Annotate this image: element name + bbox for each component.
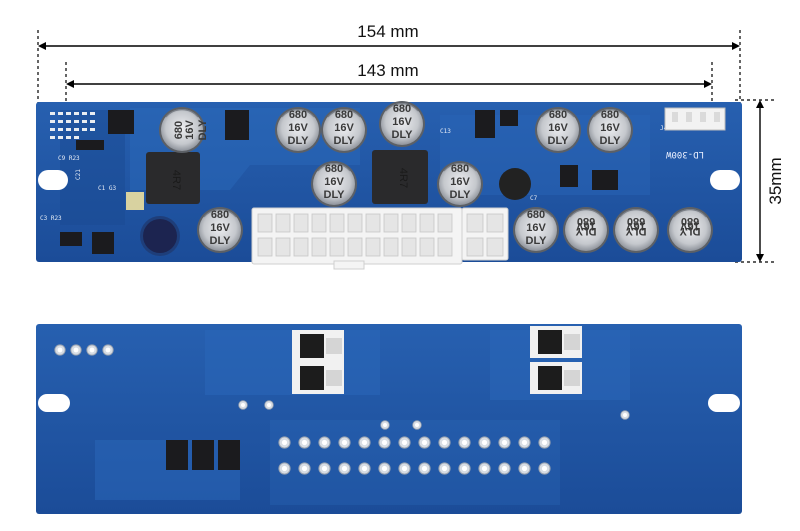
- svg-text:680: 680: [289, 109, 307, 121]
- capacitor: 680 16V DLY: [562, 206, 610, 254]
- svg-text:16V: 16V: [600, 122, 620, 134]
- capacitor: 680 16V DLY: [274, 106, 322, 154]
- svg-text:DLY: DLY: [210, 235, 232, 247]
- mount-slot-left: [38, 394, 70, 412]
- mosfet: [530, 362, 582, 394]
- mount-slot-left: [38, 170, 68, 190]
- svg-text:16V: 16V: [184, 120, 196, 140]
- pcb-top-side: C9 R23 C21 C3 R23 C13 C7 J4 C1 G3 LD-300…: [36, 100, 742, 270]
- svg-text:16V: 16V: [526, 222, 546, 234]
- capacitor: 680 16V DLY: [612, 206, 660, 254]
- svg-text:DLY: DLY: [625, 225, 647, 237]
- svg-text:16V: 16V: [548, 122, 568, 134]
- svg-text:16V: 16V: [210, 222, 230, 234]
- svg-text:DLY: DLY: [334, 135, 356, 147]
- svg-text:680: 680: [335, 109, 353, 121]
- svg-text:16V: 16V: [680, 220, 700, 232]
- svg-text:16V: 16V: [626, 220, 646, 232]
- svg-text:680: 680: [325, 163, 343, 175]
- svg-text:C3 R23: C3 R23: [40, 215, 62, 222]
- svg-text:16V: 16V: [288, 122, 308, 134]
- svg-text:680: 680: [681, 215, 699, 227]
- mosfet: [292, 362, 344, 394]
- svg-text:C7: C7: [530, 195, 538, 202]
- cpu-4pin-connector: [461, 207, 509, 261]
- svg-text:DLY: DLY: [548, 135, 570, 147]
- atx-24pin-connector: [251, 207, 463, 270]
- svg-text:680: 680: [549, 109, 567, 121]
- svg-text:DLY: DLY: [450, 189, 472, 201]
- board-label: LD-300W: [665, 149, 704, 159]
- svg-text:16V: 16V: [324, 176, 344, 188]
- svg-text:DLY: DLY: [392, 129, 414, 141]
- capacitor: 680 16V DLY: [320, 106, 368, 154]
- hole-spacing-label: 143 mm: [357, 61, 418, 80]
- svg-text:C13: C13: [440, 128, 451, 135]
- svg-text:C1 G3: C1 G3: [98, 185, 116, 192]
- capacitor: 680 16V DLY: [436, 160, 484, 208]
- capacitor: 680 16V DLY: [378, 100, 426, 148]
- height-label: 35mm: [766, 157, 785, 204]
- svg-text:4R7: 4R7: [397, 168, 409, 188]
- svg-text:DLY: DLY: [526, 235, 548, 247]
- svg-text:680: 680: [173, 121, 185, 139]
- svg-text:680: 680: [577, 215, 595, 227]
- svg-text:J4: J4: [660, 125, 668, 132]
- capacitor: 680 16V DLY: [196, 206, 244, 254]
- capacitor: 680 16V DLY: [158, 106, 209, 154]
- capacitor: 680 16V DLY: [534, 106, 582, 154]
- svg-text:C9 R23: C9 R23: [58, 155, 80, 162]
- svg-text:16V: 16V: [392, 116, 412, 128]
- svg-text:DLY: DLY: [600, 135, 622, 147]
- svg-text:680: 680: [527, 209, 545, 221]
- mosfet: [292, 330, 344, 362]
- svg-text:C21: C21: [75, 169, 82, 180]
- capacitor: 680 16V DLY: [512, 206, 560, 254]
- svg-text:680: 680: [601, 109, 619, 121]
- capacitor: 680 16V DLY: [310, 160, 358, 208]
- svg-text:16V: 16V: [334, 122, 354, 134]
- svg-text:DLY: DLY: [288, 135, 310, 147]
- capacitor: 680 16V DLY: [586, 106, 634, 154]
- svg-text:DLY: DLY: [324, 189, 346, 201]
- svg-text:16V: 16V: [450, 176, 470, 188]
- svg-text:680: 680: [393, 103, 411, 115]
- inductor-marking: 4R7: [170, 170, 182, 190]
- pcb-bottom-side: [36, 324, 742, 514]
- svg-text:DLY: DLY: [575, 225, 597, 237]
- svg-text:16V: 16V: [576, 220, 596, 232]
- svg-text:DLY: DLY: [197, 119, 209, 141]
- capacitor: 680 16V DLY: [666, 206, 714, 254]
- svg-text:680: 680: [627, 215, 645, 227]
- mount-slot-right: [708, 394, 740, 412]
- svg-text:680: 680: [451, 163, 469, 175]
- mount-slot-right: [710, 170, 740, 190]
- svg-text:680: 680: [211, 209, 229, 221]
- mosfet: [530, 326, 582, 358]
- width-label: 154 mm: [357, 22, 418, 41]
- svg-text:DLY: DLY: [679, 225, 701, 237]
